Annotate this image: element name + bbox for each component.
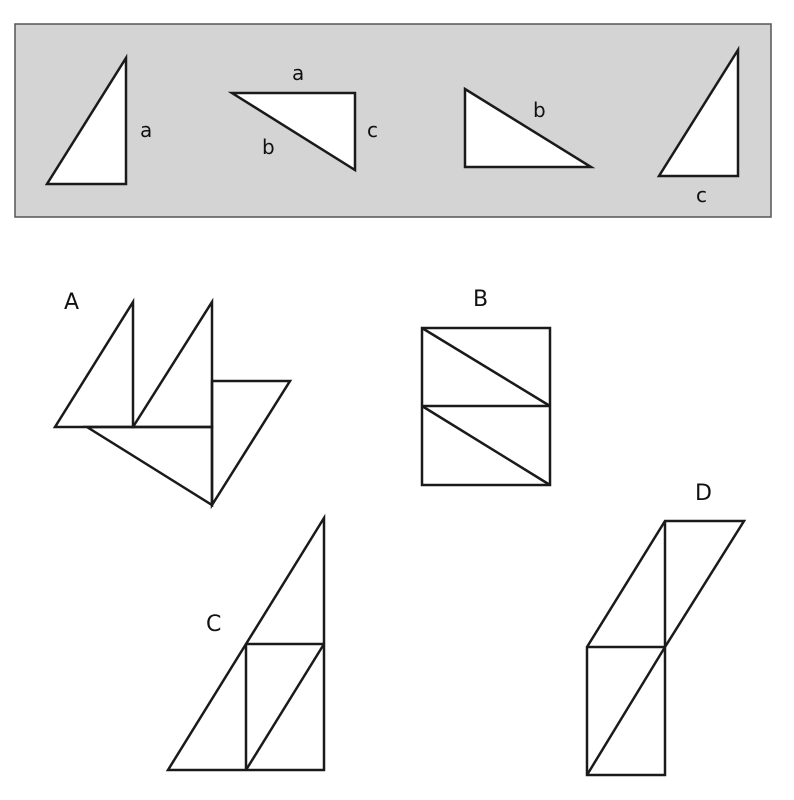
option-a-triangle-3 xyxy=(82,425,214,508)
option-a-triangle-4 xyxy=(210,379,293,510)
side-label: b xyxy=(262,135,275,159)
option-a-triangle-2 xyxy=(130,297,214,429)
option-label: B xyxy=(473,287,488,312)
triangle-shape xyxy=(44,53,128,186)
option-d: D xyxy=(585,481,747,777)
side-label: c xyxy=(696,183,707,207)
side-label: a xyxy=(140,118,152,142)
panel-background xyxy=(14,23,772,218)
given-triangle-4: c xyxy=(656,45,740,207)
given-triangles-panel: a a b c b c xyxy=(14,23,772,218)
given-triangle-1: a xyxy=(44,53,152,186)
option-label: A xyxy=(64,290,79,315)
option-label: C xyxy=(206,612,221,637)
triangle-shape xyxy=(227,91,357,173)
option-a-triangle-1 xyxy=(52,297,135,429)
triangle-shape xyxy=(656,45,740,178)
option-b-diagonal-1 xyxy=(421,326,551,408)
given-triangle-3: b xyxy=(463,86,596,169)
option-b-diagonal-2 xyxy=(421,404,551,487)
option-c-diagonal xyxy=(244,643,326,771)
side-label: a xyxy=(292,61,304,85)
option-d-lower-diagonal xyxy=(585,646,667,776)
given-triangle-2: a b c xyxy=(227,61,378,173)
side-label: b xyxy=(533,98,546,122)
side-label: c xyxy=(367,118,378,142)
option-b: B xyxy=(420,287,552,487)
triangle-shape xyxy=(463,86,596,169)
option-a: A xyxy=(52,290,293,510)
option-c: C xyxy=(165,513,326,772)
option-label: D xyxy=(695,481,712,506)
